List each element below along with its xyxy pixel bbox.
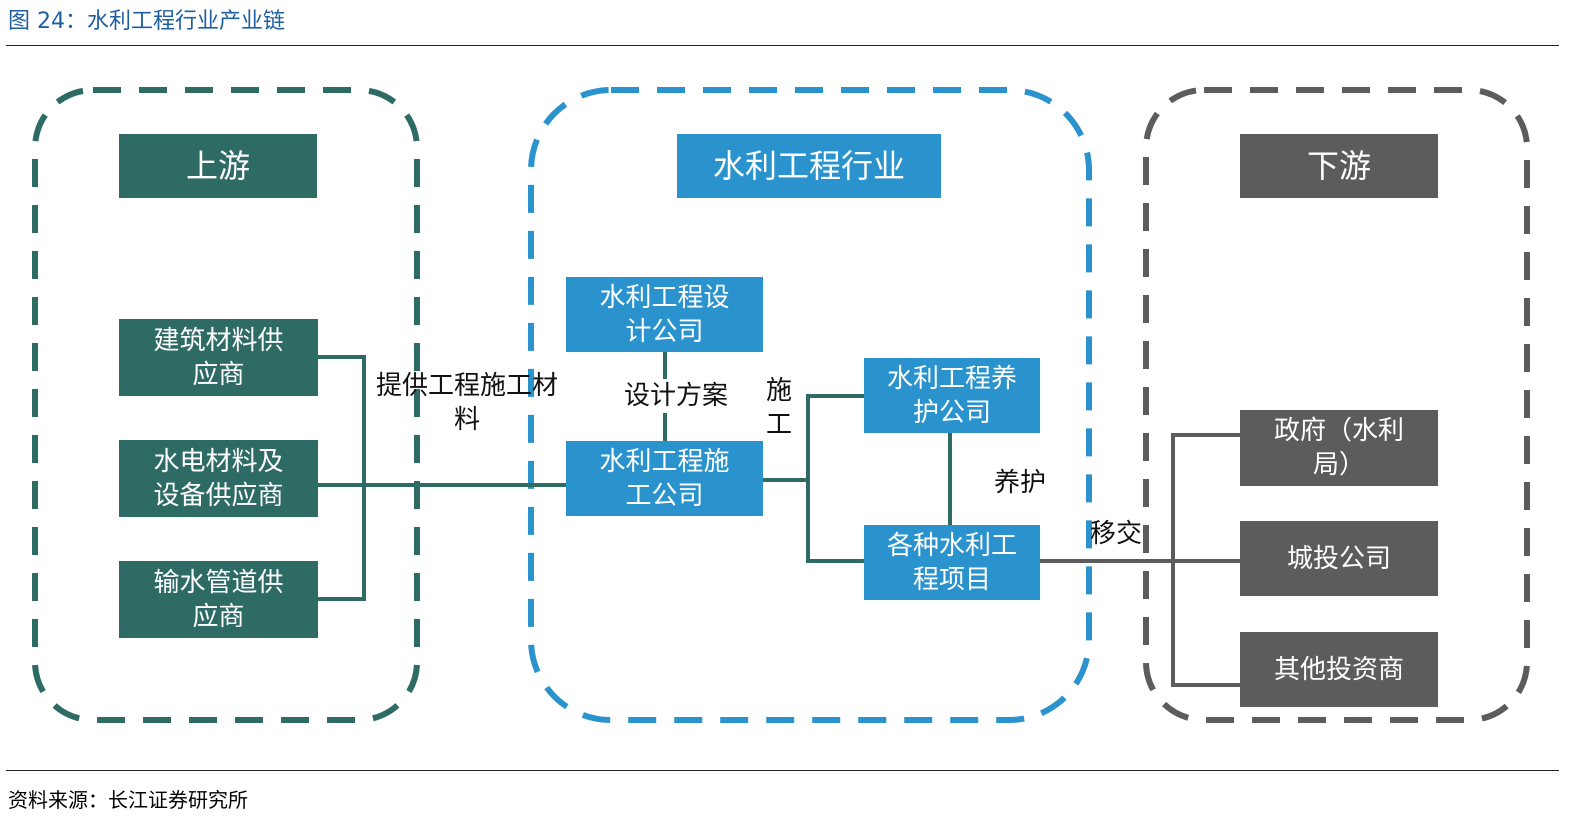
- projects-node: 各种水利工程项目: [864, 525, 1040, 600]
- edge-label-transfer: 移交: [1090, 519, 1143, 549]
- upstream-frame: [32, 87, 420, 723]
- industry-header: 水利工程行业: [677, 134, 941, 198]
- maintenance-company-node: 水利工程养护公司: [864, 358, 1040, 433]
- edge-label-supply: 提供工程施工材料: [376, 371, 559, 435]
- downstream-connector: [1040, 433, 1240, 687]
- downstream-node-city-investment: 城投公司: [1240, 521, 1438, 596]
- downstream-frame: [1143, 87, 1530, 723]
- upstream-header: 上游: [119, 134, 317, 198]
- source-note: 资料来源：长江证券研究所: [8, 788, 248, 812]
- industry-frame: [528, 87, 1092, 723]
- upstream-node-hydro-equipment: 水电材料及设备供应商: [119, 440, 318, 517]
- upstream-connector: [318, 355, 566, 601]
- top-divider: [6, 45, 1559, 46]
- downstream-node-government: 政府（水利局）: [1240, 410, 1438, 486]
- design-company-node: 水利工程设计公司: [566, 277, 763, 352]
- upstream-node-pipeline: 输水管道供应商: [119, 561, 318, 638]
- edge-label-maintain: 养护: [994, 468, 1047, 498]
- figure-title: 图 24：水利工程行业产业链: [8, 9, 285, 34]
- edge-label-design-plan: 设计方案: [624, 379, 729, 413]
- construction-company-node: 水利工程施工公司: [566, 441, 763, 516]
- upstream-node-building-materials: 建筑材料供应商: [119, 319, 318, 396]
- edge-label-construct: 施工: [766, 376, 793, 440]
- bottom-divider: [6, 770, 1559, 771]
- downstream-node-other-investors: 其他投资商: [1240, 632, 1438, 707]
- downstream-header: 下游: [1240, 134, 1438, 198]
